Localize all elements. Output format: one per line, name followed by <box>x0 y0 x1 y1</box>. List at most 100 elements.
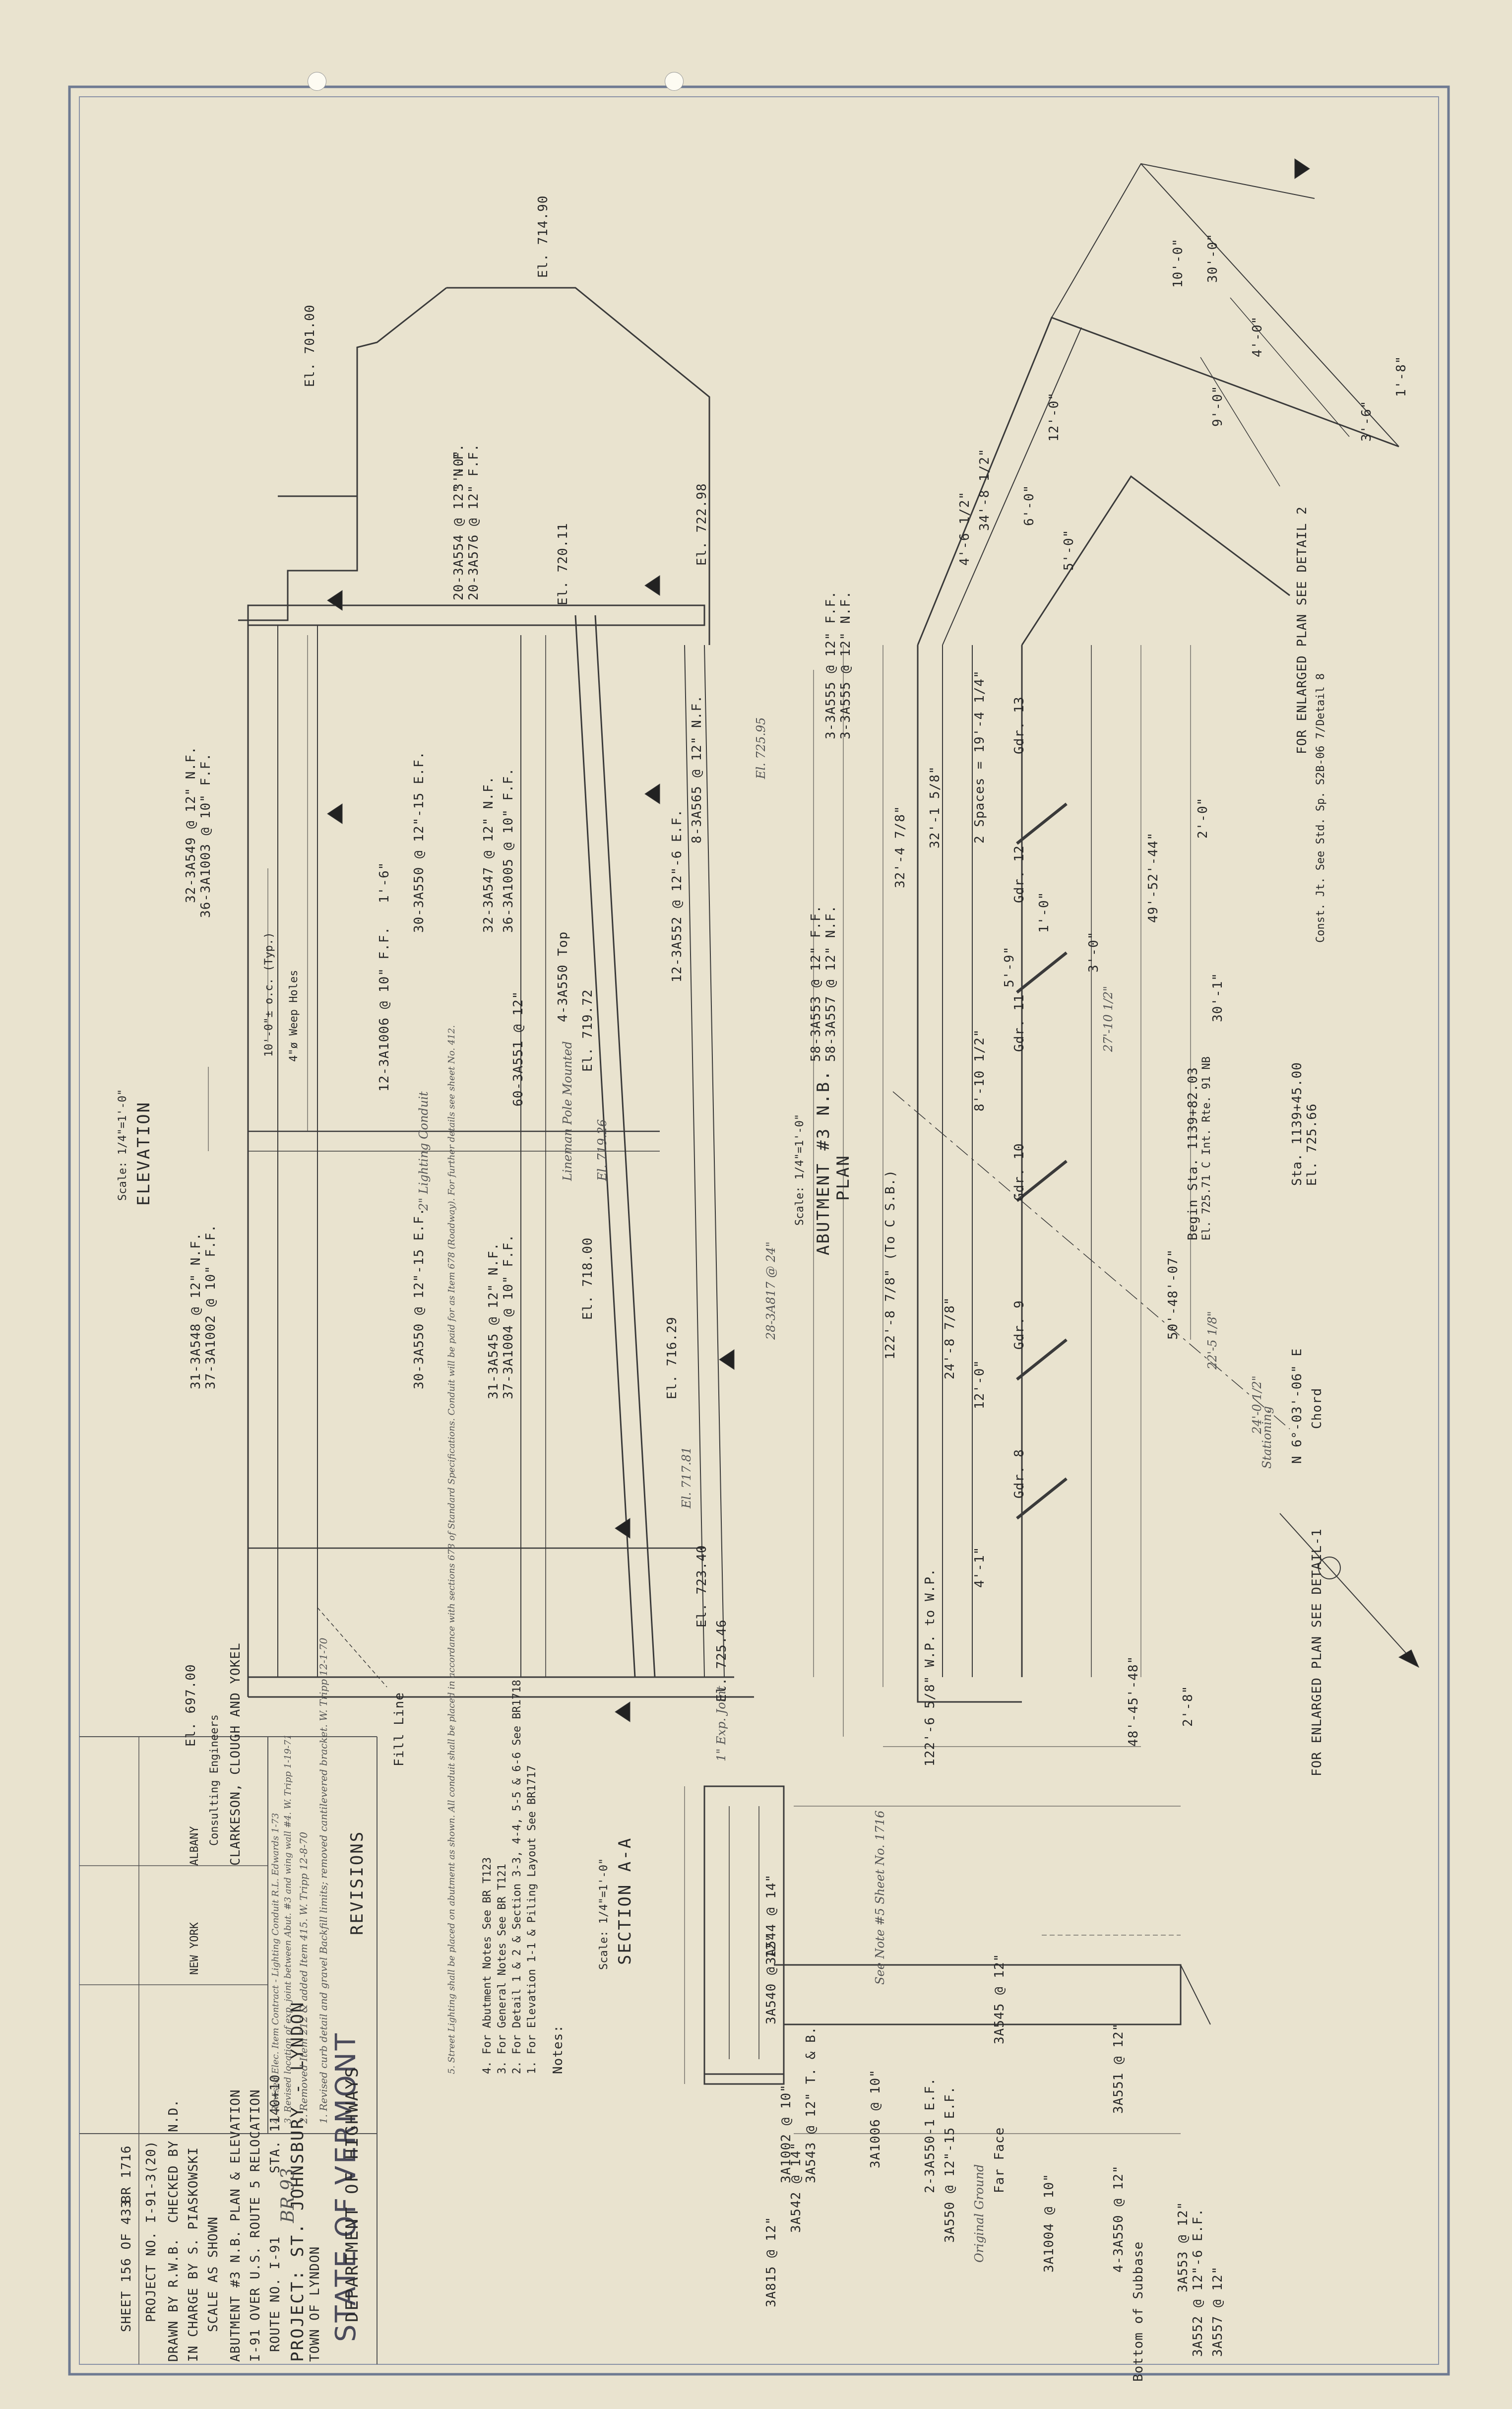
elevation-title: ELEVATION <box>134 1101 154 1206</box>
inner-border <box>79 96 1439 2365</box>
elevation-mark: El. 720.11 <box>556 522 570 605</box>
dimension-label: 3'-0" <box>1086 931 1101 973</box>
const-joint-note: Const. Jt. See Std. Sp. S2B-06 7/Detail … <box>1315 673 1327 943</box>
girder-label: Gdr. 10 <box>1012 1143 1027 1201</box>
rebar-label: 58-3A557 @ 12" N.F. <box>823 905 838 1062</box>
dimension-label: 2 Spaces = 19'-4 1/4" <box>972 670 987 844</box>
sheet-subject: ABUTMENT #3 N.B. PLAN & ELEVATION <box>228 2089 243 2362</box>
dimension-label: 4'-0" <box>1250 316 1265 357</box>
rebar-label: 20-3A554 @ 12" N.F. <box>451 443 466 600</box>
dimension-label: 4'-1" <box>972 1546 987 1588</box>
elevation-mark: El. 725.46 <box>714 1619 729 1702</box>
lineman-pole-label: Lineman Pole Mounted <box>561 1041 574 1181</box>
elevation-mark: El. 717.81 <box>680 1446 693 1508</box>
in-charge-label: IN CHARGE BY S. PIASKOWSKI <box>186 2147 201 2362</box>
enlarged-plan-callout: FOR ENLARGED PLAN SEE DETAIL 2 <box>1295 506 1310 754</box>
handwritten-bridge-number: BR 93 <box>278 2168 298 2223</box>
rebar-label: 32-3A547 @ 12" N.F. <box>481 776 496 933</box>
rebar-label: 37-3A1002 @ 10" F.F. <box>203 1224 218 1389</box>
punch-hole <box>308 72 326 91</box>
title-block-frame <box>79 1736 378 2364</box>
note-item: 1. For Elevation 1-1 & Piling Layout See… <box>526 1765 538 2074</box>
rebar-label: 31-3A545 @ 12" N.F. <box>486 1242 501 1399</box>
rebar-label: 36-3A1003 @ 10" F.F. <box>198 752 213 918</box>
consultant-name: CLARKESON, CLOUGH AND YOKEL <box>228 1642 243 1866</box>
dimension-label: 9'-0" <box>1210 385 1225 427</box>
dimension-label: 122'-8 7/8" (To C S.B.) <box>883 1169 898 1360</box>
bridge-description: I-91 OVER U.S. ROUTE 5 RELOCATION <box>248 2089 263 2362</box>
rebar-label: 12-3A1006 @ 10" F.F. <box>377 926 392 1092</box>
dimension-label: 2'-8" <box>1181 1685 1196 1727</box>
elevation-mark: El. 714.90 <box>536 195 551 278</box>
rebar-label: 3A1002 @ 10" <box>779 2084 794 2183</box>
notes-heading: Notes: <box>551 2024 566 2074</box>
elevation-scale: Scale: 1/4"=1'-0" <box>117 1089 129 1201</box>
revision-item: 2. Removed Item 212 & added Item 415. W.… <box>298 1831 310 2124</box>
rebar-label: 3A557 @ 12" <box>1210 2266 1225 2357</box>
note-item: 3. For General Notes See BR T121 <box>496 1864 508 2074</box>
rebar-label: 3A543 @ 12" T. & B. <box>804 2026 819 2183</box>
dimension-label: 49'-52'-44" <box>1146 832 1161 923</box>
dimension-label: 3'-6" <box>1359 400 1374 442</box>
note-item: 5. Street Lighting shall be placed on ab… <box>446 1025 457 2074</box>
dimension-label: 30'-0" <box>1205 233 1220 283</box>
sheet-number: SHEET 156 OF 433 <box>119 2200 134 2332</box>
rebar-label: 3A540 @ 12" <box>764 1933 779 2024</box>
plan-title: PLAN <box>833 1154 853 1201</box>
station-elevation: El. 725.66 <box>1305 1103 1320 1186</box>
begin-station-elevation: El. 725.71 C Int. Rte. 91 NB <box>1200 1056 1213 1240</box>
rebar-label: 3A545 @ 12" <box>992 1953 1007 2044</box>
elevation-mark: El. 718.00 <box>580 1237 595 1320</box>
plan-scale: Scale: 1/4"=1'-0" <box>794 1113 806 1226</box>
dimension-label: 5'-0" <box>1062 529 1076 571</box>
elevation-mark: El. 701.00 <box>303 304 317 387</box>
rebar-label: 3A551 @ 12" <box>1111 2022 1126 2114</box>
dimension-label: 30'-1" <box>1210 973 1225 1022</box>
project-number: PROJECT NO. I-91-3(20) <box>144 2140 159 2322</box>
see-note-label: See Note #5 Sheet No. 1716 <box>873 1810 887 1985</box>
rebar-label: 31-3A548 @ 12" N.F. <box>189 1232 203 1389</box>
rebar-label: 3A553 @ 12" <box>1176 2201 1191 2292</box>
lighting-conduit-label: 2" Lighting Conduit <box>417 1091 431 1211</box>
rebar-label: 4-3A550 Top <box>556 931 570 1022</box>
dimension-label: 12'-0" <box>1047 392 1062 442</box>
rebar-label: 3A1004 @ 10" <box>1042 2173 1057 2273</box>
chord-label: Chord <box>1310 1387 1324 1429</box>
dimension-label: 27'-10 1/2" <box>1101 985 1115 1052</box>
girder-label: Gdr. 11 <box>1012 994 1027 1052</box>
dimension-label: 32'-4 7/8" <box>893 805 908 888</box>
rebar-label: 36-3A1005 @ 10" F.F. <box>501 767 516 933</box>
weep-spacing-label: 10'-0"± o.c. (Typ.) <box>263 932 275 1057</box>
revision-item: 4. Revised Elec. Item Contract - Lightin… <box>270 1813 281 2124</box>
girder-label: Gdr. 9 <box>1012 1300 1027 1350</box>
rebar-label: 3A815 @ 12" <box>764 2216 779 2307</box>
dimension-label: 34'-8 1/2" <box>977 448 992 531</box>
punch-hole <box>665 72 684 91</box>
dimension-label: 24'-0 1/2" <box>1250 1375 1264 1434</box>
bottom-subbase-label: Bottom of Subbase <box>1131 2241 1146 2382</box>
rebar-label: 3A1006 @ 10" <box>868 2069 883 2168</box>
rebar-label: 3-3A555 @ 12" F.F. <box>823 590 838 739</box>
far-face-label: Far Face <box>992 2127 1007 2193</box>
dimension-label: 10'-0" <box>1171 238 1186 288</box>
dimension-label: 32'-1 5/8" <box>928 766 943 848</box>
elevation-mark: El. 723.40 <box>694 1545 709 1628</box>
consultant-state: NEW YORK <box>189 1922 201 1975</box>
rebar-label: 58-3A553 @ 12" F.F. <box>809 905 823 1062</box>
rebar-label: 32-3A549 @ 12" N.F. <box>184 746 198 903</box>
rebar-label: 12-3A552 @ 12"-6 E.F. <box>670 809 685 982</box>
revision-item: 3. Revised location of exp. joint betwee… <box>283 1734 293 2124</box>
dimension-label: 1'-0" <box>1037 891 1052 933</box>
dimension-label: 4'-6 1/2" <box>957 491 972 566</box>
plan-view <box>719 158 1419 1747</box>
route-number: ROUTE NO. I-91 <box>268 2236 283 2352</box>
note-item: 4. For Abutment Notes See BR T123 <box>481 1857 494 2074</box>
dimension-label: 12'-0" <box>972 1360 987 1409</box>
dimension-label: 50'-48'-07" <box>1166 1248 1181 1340</box>
fill-line-label: Fill Line <box>392 1692 407 1766</box>
elevation-mark: El. 697.00 <box>184 1664 198 1747</box>
begin-station: Begin Sta. 1139+82.03 <box>1186 1067 1200 1240</box>
checked-by-label: CHECKED BY N.D. <box>166 2099 181 2223</box>
